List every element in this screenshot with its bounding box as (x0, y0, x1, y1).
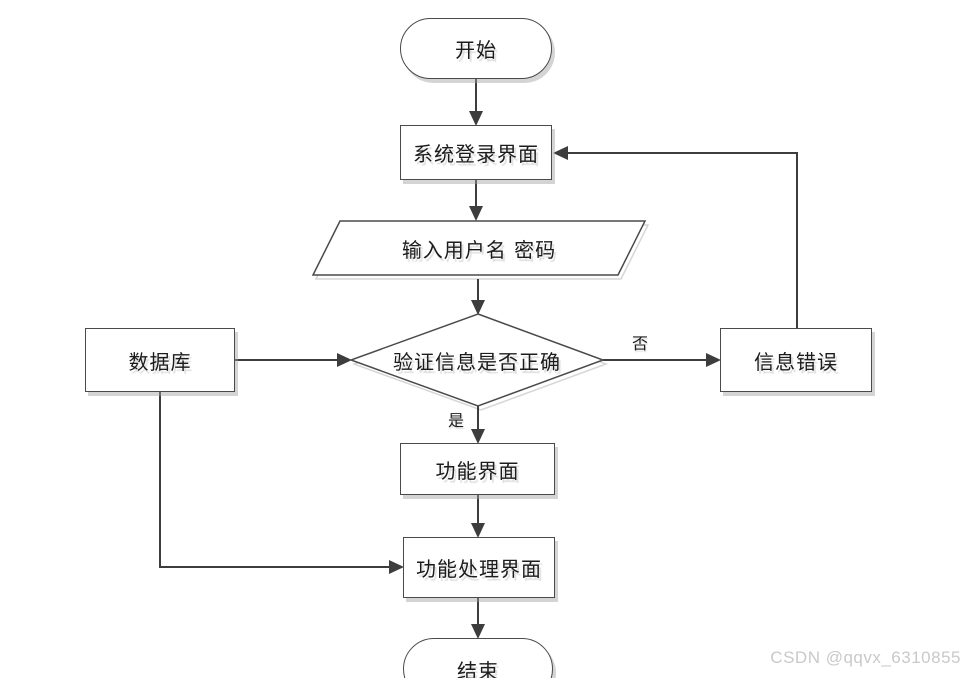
node-error-label: 信息错误 (754, 349, 838, 374)
edge-database-to-processing (159, 392, 390, 568)
node-end: 结束 (403, 638, 553, 678)
csdn-watermark: CSDN @qqvx_6310855 (770, 648, 961, 667)
arrowhead-error-to-login (553, 146, 568, 160)
arrowhead-database-to-verify (337, 353, 352, 367)
edge-label-no: 否 (632, 334, 649, 353)
node-login: 系统登录界面 (400, 125, 552, 180)
edge-label-yes: 是 (448, 411, 465, 430)
node-database: 数据库 (85, 328, 235, 392)
node-function-processing-ui-label: 功能处理界面 (416, 557, 542, 581)
arrowhead-start-to-login (469, 111, 483, 126)
node-verify-text: 验证信息是否正确 (393, 349, 561, 374)
node-end-label: 结束 (457, 658, 499, 678)
arrowhead-input-to-verify (471, 300, 485, 315)
arrowhead-processing-to-end (471, 624, 485, 639)
arrowhead-database-to-processing (389, 560, 404, 574)
node-error: 信息错误 (720, 328, 872, 392)
arrowhead-login-to-input (469, 206, 483, 221)
node-function-ui: 功能界面 (400, 443, 555, 495)
node-database-label: 数据库 (128, 349, 192, 374)
node-input-credentials-label: 输入用户名 密码 (313, 221, 645, 275)
node-login-label: 系统登录界面 (413, 142, 539, 166)
arrowhead-function-to-processing (471, 523, 485, 538)
decision-shape-verify (348, 313, 606, 407)
arrowhead-verify-to-function (471, 429, 485, 444)
node-input-credentials-text: 输入用户名 密码 (401, 237, 557, 262)
edge-error-to-login (567, 152, 798, 329)
node-start-label: 开始 (455, 38, 497, 62)
node-start: 开始 (400, 18, 552, 79)
node-function-processing-ui: 功能处理界面 (403, 537, 555, 598)
node-verify-label: 验证信息是否正确 (351, 314, 603, 406)
node-function-ui-label: 功能界面 (435, 458, 520, 483)
arrowhead-verify-to-error (706, 353, 721, 367)
io-shape-input-credentials (311, 220, 647, 276)
